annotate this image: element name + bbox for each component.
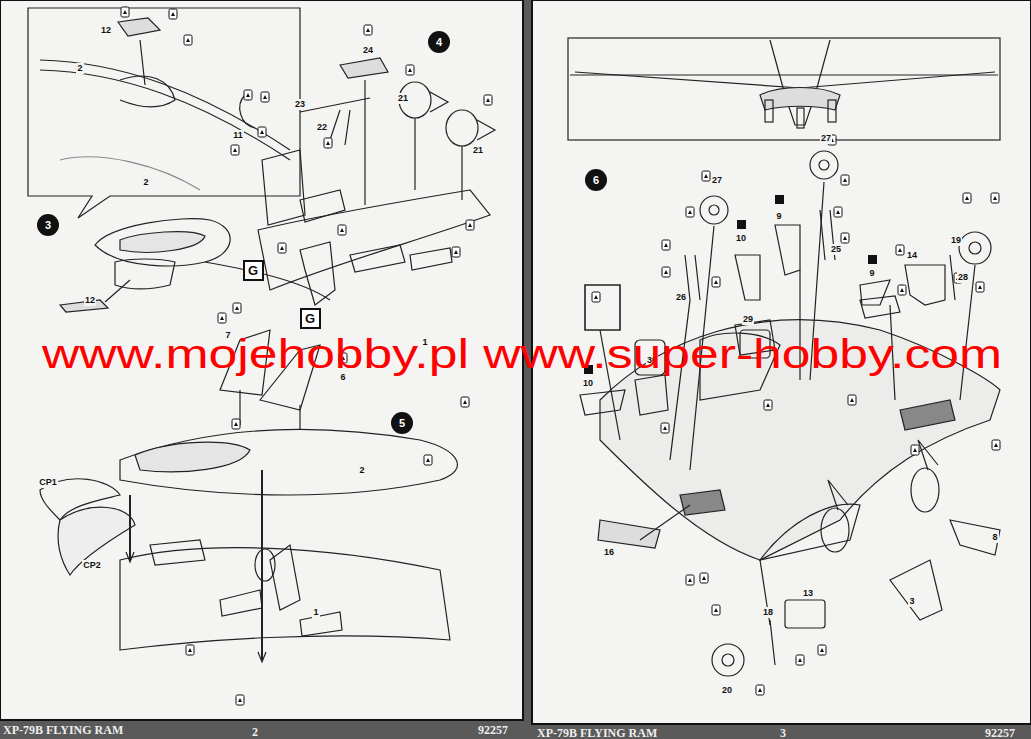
cement-icon <box>258 127 266 137</box>
cement-icon <box>484 95 492 105</box>
cement-icon <box>898 285 906 295</box>
step-number: 6 <box>585 169 607 191</box>
cement-icon <box>662 240 670 250</box>
callout-number: 24 <box>362 45 374 56</box>
step-text: G <box>305 312 315 325</box>
callout-number: 26 <box>675 292 687 303</box>
footer-text: 92257 <box>985 727 1015 739</box>
step-number: 3 <box>37 214 59 236</box>
callout-number: 2 <box>76 63 83 74</box>
callout-number: 18 <box>762 607 774 618</box>
cement-icon <box>231 145 239 155</box>
cement-icon <box>244 90 252 100</box>
callout-number: 12 <box>84 295 96 306</box>
callout-number: 12 <box>100 25 112 36</box>
cement-icon <box>364 25 372 35</box>
callout-number: 10 <box>582 378 594 389</box>
callout-number: 27 <box>711 175 723 186</box>
cement-icon <box>796 655 804 665</box>
cement-icon <box>461 397 469 407</box>
cement-icon <box>324 138 332 148</box>
cement-icon <box>911 445 919 455</box>
cement-icon <box>841 233 849 243</box>
cement-icon <box>121 7 129 17</box>
callout-number: 16 <box>603 547 615 558</box>
callout-number: CP2 <box>82 560 102 571</box>
cement-icon <box>232 419 240 429</box>
footer-text: 3 <box>780 727 786 739</box>
callout-number: 2 <box>358 465 365 476</box>
step-number: 5 <box>391 412 413 434</box>
step-text: 5 <box>399 418 405 429</box>
callout-number: 23 <box>294 99 306 110</box>
cement-icon <box>756 685 764 695</box>
cement-icon <box>963 193 971 203</box>
cement-icon <box>764 400 772 410</box>
cement-icon <box>991 193 999 203</box>
step-text: 3 <box>45 220 51 231</box>
callout-number: 8 <box>991 532 998 543</box>
cement-icon <box>261 92 269 102</box>
callout-number: 9 <box>775 211 782 222</box>
step-text: G <box>248 264 258 277</box>
cement-icon <box>848 395 856 405</box>
callout-number: 22 <box>316 122 328 133</box>
cement-icon <box>278 243 286 253</box>
callout-number: 25 <box>830 244 842 255</box>
cement-icon <box>424 455 432 465</box>
callout-number: 13 <box>802 588 814 599</box>
cement-icon <box>184 35 192 45</box>
cement-icon <box>686 575 694 585</box>
callout-number: 14 <box>906 250 918 261</box>
cement-icon <box>712 277 720 287</box>
cement-icon <box>896 245 904 255</box>
cement-icon <box>702 171 710 181</box>
callout-number: 20 <box>721 685 733 696</box>
glue-mark: G <box>300 308 321 329</box>
callout-number: 11 <box>232 130 244 141</box>
cement-icon <box>834 207 842 217</box>
cement-icon <box>406 65 414 75</box>
callout-number: 1 <box>312 607 319 618</box>
cement-icon <box>661 423 669 433</box>
cement-icon <box>841 175 849 185</box>
callout-number: 27 <box>820 133 832 144</box>
cement-icon <box>592 292 600 302</box>
callout-number: 19 <box>950 235 962 246</box>
callout-number: 21 <box>472 145 484 156</box>
step-text: 4 <box>436 37 442 48</box>
cement-icon <box>992 440 1000 450</box>
cement-icon <box>233 303 241 313</box>
cement-icon <box>686 207 694 217</box>
footer-text: 92257 <box>478 724 508 736</box>
cement-icon <box>452 247 460 257</box>
cement-icon <box>186 645 194 655</box>
callout-number: 28 <box>957 272 969 283</box>
cement-icon <box>976 282 984 292</box>
cement-icon <box>338 225 346 235</box>
callout-number: 2 <box>142 177 149 188</box>
watermark: www.mojehobby.pl www.super-hobby.com <box>42 334 1002 374</box>
cement-icon <box>236 695 244 705</box>
cement-icon <box>662 267 670 277</box>
cement-icon <box>218 313 226 323</box>
cement-icon <box>818 645 826 655</box>
footer-text: 2 <box>252 726 258 738</box>
footer-text: XP-79B FLYING RAM <box>3 724 123 736</box>
cement-icon <box>169 9 177 19</box>
cement-icon <box>466 220 474 230</box>
callout-number: 21 <box>397 93 409 104</box>
footer-text: XP-79B FLYING RAM <box>537 727 657 739</box>
callout-number: 9 <box>868 268 875 279</box>
callout-number: 29 <box>742 314 754 325</box>
callout-number: 10 <box>735 233 747 244</box>
cement-icon <box>712 605 720 615</box>
step-number: 4 <box>428 31 450 53</box>
cement-icon <box>700 573 708 583</box>
glue-mark: G <box>243 260 264 281</box>
callout-number: 3 <box>908 596 915 607</box>
step-text: 6 <box>593 175 599 186</box>
callout-number: CP1 <box>38 477 58 488</box>
